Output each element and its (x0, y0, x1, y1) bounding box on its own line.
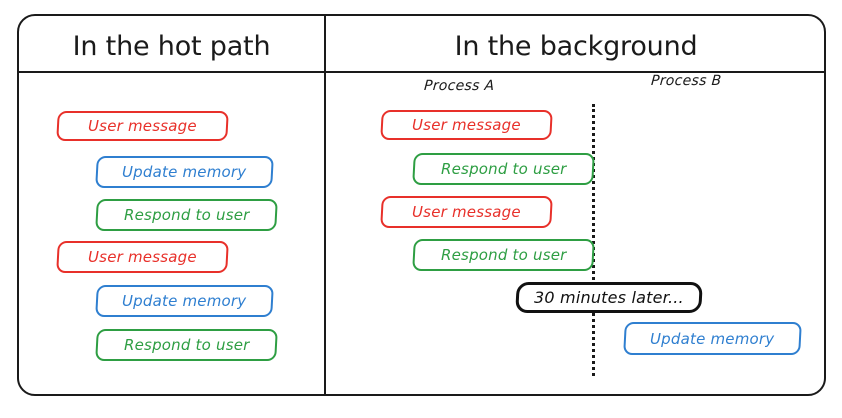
background-step-label: Respond to user (440, 246, 567, 264)
lane-label-process-b: Process B (650, 73, 722, 89)
background-step-label: Update memory (650, 329, 775, 348)
hot-path-step-label: Update memory (122, 292, 247, 310)
background-process-a-step-respond-to-user-2: Respond to user (412, 239, 595, 271)
hot-path-step-update-memory-2: Update memory (95, 285, 274, 317)
hot-path-step-user-message-2: User message (56, 241, 229, 273)
lane-label-process-a: Process A (423, 78, 495, 94)
hot-path-step-respond-to-user-2: Respond to user (95, 329, 278, 361)
background-process-b-step-update-memory: Update memory (623, 322, 802, 355)
background-step-label: Respond to user (440, 160, 567, 178)
process-separator-dotted-line (592, 104, 595, 376)
background-process-a-step-respond-to-user-1: Respond to user (412, 153, 595, 185)
header-divider (17, 71, 826, 73)
hot-path-step-label: Respond to user (123, 336, 250, 354)
time-marker-label: 30 minutes later... (534, 288, 684, 307)
column-title-background: In the background (454, 31, 698, 62)
hot-path-step-label: Respond to user (123, 206, 250, 224)
column-title-hot-path: In the hot path (72, 31, 271, 62)
hot-path-step-label: User message (88, 248, 197, 266)
hot-path-step-user-message-1: User message (56, 111, 229, 141)
hot-path-step-label: Update memory (122, 163, 247, 181)
hot-path-step-label: User message (88, 117, 197, 135)
column-divider (324, 14, 326, 396)
time-marker-30-minutes-later: 30 minutes later... (515, 282, 703, 313)
hot-path-step-update-memory-1: Update memory (95, 156, 274, 188)
hot-path-step-respond-to-user-1: Respond to user (95, 199, 278, 231)
background-step-label: User message (412, 116, 521, 134)
background-process-a-step-user-message-1: User message (380, 110, 553, 140)
background-process-a-step-user-message-2: User message (380, 196, 553, 228)
background-step-label: User message (412, 203, 521, 221)
